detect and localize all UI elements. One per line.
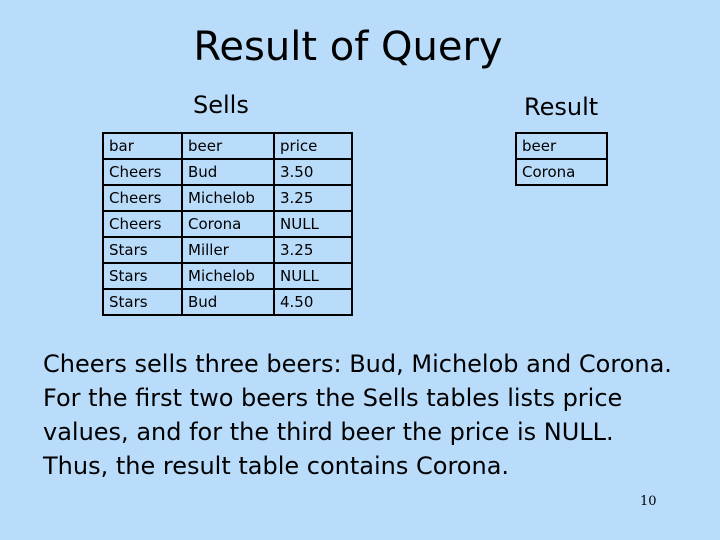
table-cell: Stars: [102, 288, 183, 316]
table-header-row: beer: [515, 132, 608, 160]
header-cell-beer: beer: [515, 132, 608, 160]
sells-table-caption: Sells: [193, 91, 249, 119]
table-row: Stars Michelob NULL: [102, 262, 353, 290]
table-cell: NULL: [273, 210, 353, 238]
table-row: Stars Miller 3.25: [102, 236, 353, 264]
header-cell-price: price: [273, 132, 353, 160]
explanation-paragraph: Cheers sells three beers: Bud, Michelob …: [43, 350, 672, 480]
table-cell: Bud: [181, 288, 275, 316]
table-cell: Miller: [181, 236, 275, 264]
table-header-row: bar beer price: [102, 132, 353, 160]
table-row: Cheers Michelob 3.25: [102, 184, 353, 212]
table-row: Cheers Bud 3.50: [102, 158, 353, 186]
page-number: 10: [640, 494, 657, 509]
table-cell: Michelob: [181, 184, 275, 212]
table-cell: NULL: [273, 262, 353, 290]
table-cell: 3.25: [273, 236, 353, 264]
table-cell: Cheers: [102, 184, 183, 212]
table-cell: Michelob: [181, 262, 275, 290]
table-cell: 4.50: [273, 288, 353, 316]
table-cell: Corona: [515, 158, 608, 186]
slide-title: Result of Query: [193, 24, 503, 70]
table-cell: 3.50: [273, 158, 353, 186]
header-cell-beer: beer: [181, 132, 275, 160]
table-cell: Cheers: [102, 158, 183, 186]
table-row: Stars Bud 4.50: [102, 288, 353, 316]
table-cell: 3.25: [273, 184, 353, 212]
table-row: Cheers Corona NULL: [102, 210, 353, 238]
table-cell: Bud: [181, 158, 275, 186]
table-row: Corona: [515, 158, 608, 186]
header-cell-bar: bar: [102, 132, 183, 160]
table-cell: Cheers: [102, 210, 183, 238]
table-cell: Stars: [102, 262, 183, 290]
result-table-caption: Result: [524, 93, 599, 121]
result-table: beer Corona: [515, 132, 608, 186]
table-cell: Corona: [181, 210, 275, 238]
sells-table: bar beer price Cheers Bud 3.50 Cheers Mi…: [102, 132, 353, 316]
table-cell: Stars: [102, 236, 183, 264]
